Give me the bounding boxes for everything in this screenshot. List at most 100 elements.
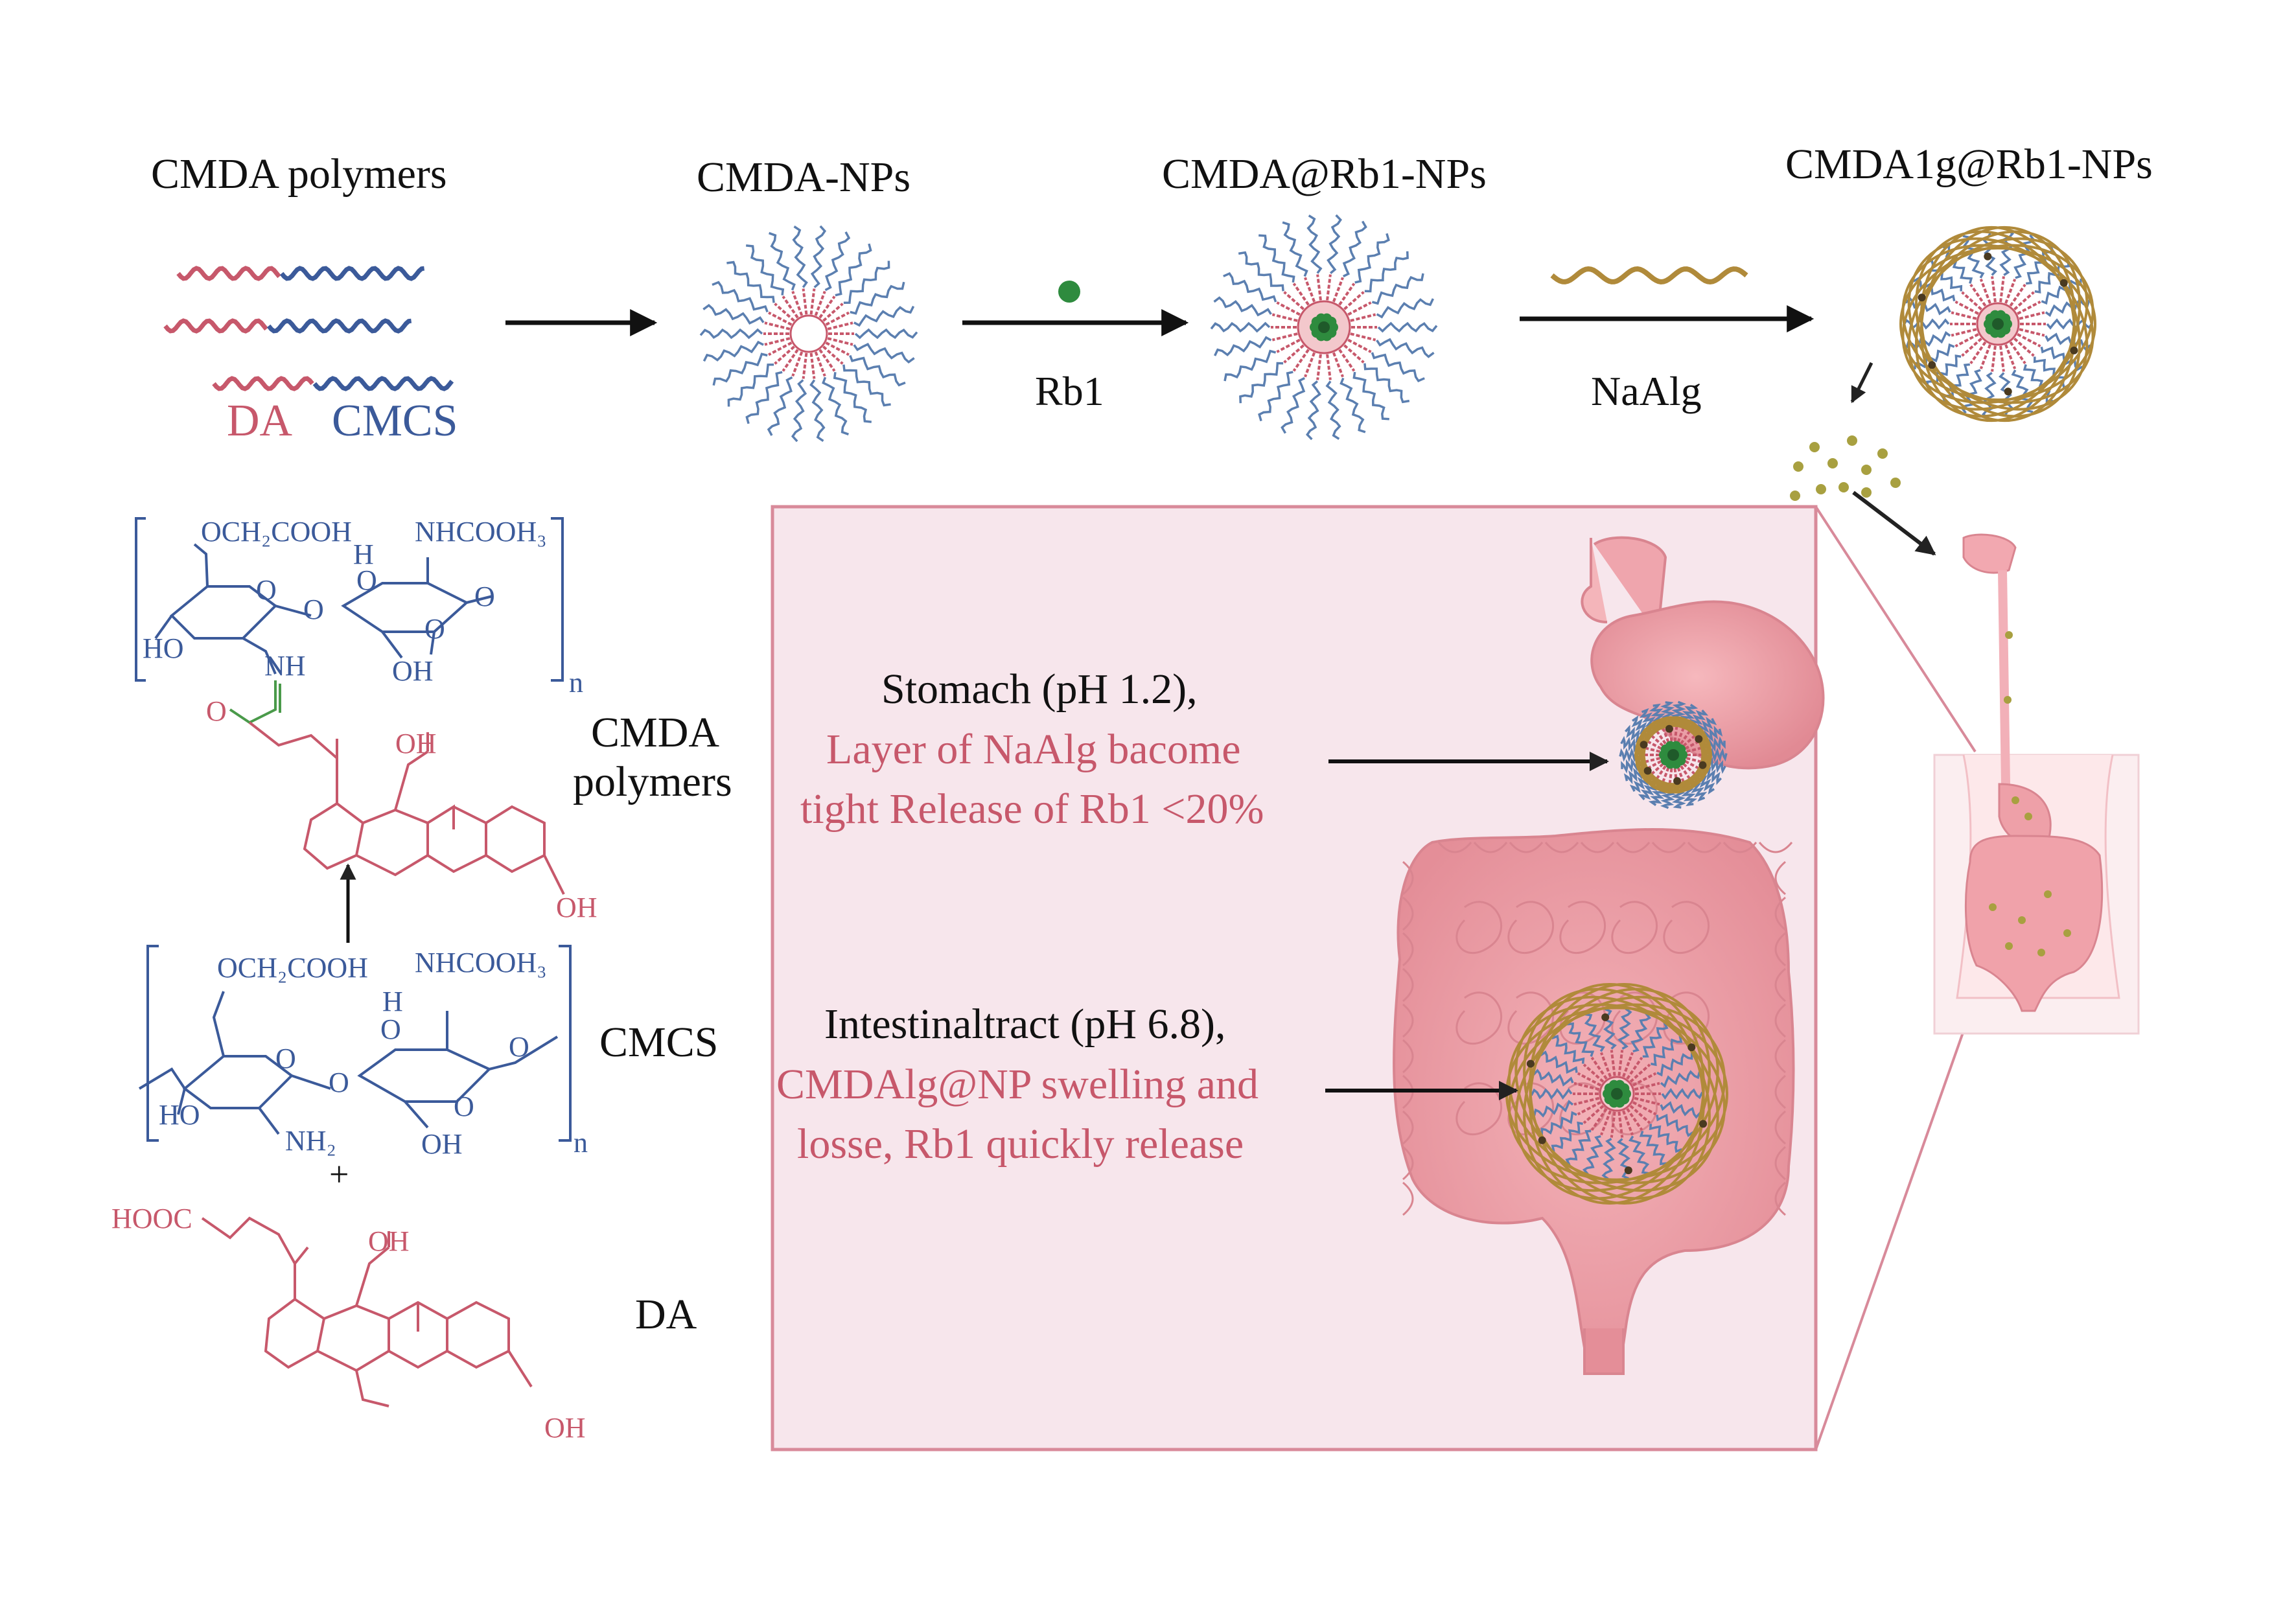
nh2-group: NH₂ (285, 1125, 336, 1157)
stomach-line1: Layer of NaAlg bacome (826, 726, 1241, 773)
hydrophobic-tail (1632, 1101, 1657, 1116)
hydrophobic-tail (1667, 762, 1674, 789)
hydrophobic-tail (1673, 762, 1679, 789)
hydrophobic-tail (1316, 274, 1322, 301)
hydrophobic-tail (1626, 1056, 1643, 1080)
hydrophilic-chain (712, 353, 768, 386)
alginate-shell (1523, 988, 1711, 1200)
hydrophilic-chain (853, 305, 915, 327)
hydrophilic-chain (810, 225, 827, 288)
intestine-line2: losse, Rb1 quickly release (797, 1120, 1244, 1168)
alginate-shell (1642, 716, 1704, 794)
alginate-shell (1514, 995, 1719, 1192)
drug-dot (1640, 741, 1648, 749)
group-nhcooh3: NHCOOH₃ (415, 947, 547, 978)
alginate-shell (1901, 244, 2094, 404)
drug-dot (2005, 631, 2013, 639)
hydrophilic-chain (1306, 214, 1323, 274)
hydrophilic-chain (1660, 1070, 1701, 1088)
hydrophobic-tail (809, 353, 816, 379)
hydrophilic-chain (822, 376, 849, 435)
drug-dot (2024, 813, 2032, 820)
drug-dot (2012, 796, 2019, 804)
hydrophobic-tail (1304, 352, 1316, 378)
hydrophobic-tail (822, 345, 844, 365)
drug-dot (1790, 491, 1800, 501)
cmda-nanoparticle (699, 225, 918, 443)
drug-dot (1827, 458, 1838, 468)
naalg-step-label: NaAlg (1591, 368, 1702, 414)
hydrophilic-chain (833, 372, 872, 423)
hydrophobic-tail (774, 345, 795, 365)
colon-fold (1687, 842, 1722, 853)
hydrophobic-tail (2017, 300, 2041, 315)
hydrophobic-tail (1647, 759, 1669, 778)
legend-cmcs: CMCS (332, 396, 458, 446)
hydrophobic-tail (827, 337, 853, 346)
small-intestine-loop (1611, 901, 1658, 954)
rb1-nps-title: CMDA@Rb1-NPs (1162, 150, 1487, 198)
hydrophilic-chain (853, 343, 915, 364)
repeat-n: n (574, 1127, 588, 1159)
oh-group: OH (544, 1412, 586, 1444)
drug-dot (1890, 478, 1901, 488)
hydrophobic-tail (1643, 738, 1667, 753)
colon-fold (1437, 842, 1472, 853)
hydrophobic-tail (1338, 349, 1356, 372)
hydrophilic-chain (1565, 1129, 1592, 1166)
small-intestine-loop (1559, 901, 1606, 954)
drug-dot (1861, 487, 1872, 498)
nps-title: CMDA-NPs (697, 154, 910, 201)
hydrophobic-tail (1991, 345, 1997, 372)
hydrophobic-tail (1652, 726, 1670, 750)
hydrophilic-chain (1327, 214, 1342, 274)
rb1-molecule (1992, 318, 2004, 330)
hydrophilic-chain (1258, 371, 1293, 422)
hydrophilic-chain (712, 281, 769, 313)
hydrophilic-chain (1540, 1111, 1577, 1135)
hydrophobic-tail (2017, 333, 2041, 348)
drug-dot (1624, 1166, 1632, 1175)
colon-fold (1774, 896, 1786, 931)
group-nhcooh3: NHCOOH₃ (415, 516, 547, 548)
hydrophobic-tail (1573, 1096, 1600, 1106)
rb1-molecule (1318, 321, 1330, 333)
drug-dot (2063, 929, 2071, 937)
oh-group: OH (556, 892, 597, 923)
hydrophobic-tail (2013, 291, 2035, 310)
ring-o: O (380, 1013, 401, 1045)
drug-dot (1665, 724, 1673, 733)
drug-dot (1816, 484, 1826, 494)
hydrophilic-chain (1325, 380, 1341, 440)
hydrophobic-tail (818, 349, 836, 372)
oh-group: OH (368, 1225, 410, 1257)
hydrophobic-tail (1590, 1056, 1608, 1080)
hydrophobic-tail (1583, 1063, 1605, 1083)
hydrophilic-chain (1363, 363, 1410, 404)
colon-fold (1402, 1181, 1414, 1216)
drug-dot (2070, 346, 2078, 354)
hydrophobic-tail (814, 290, 826, 316)
ho-group: HO (159, 1099, 200, 1131)
h-atom: H (353, 538, 374, 570)
alginate-strand-icon (1550, 266, 1748, 285)
nanoparticle-core (789, 314, 828, 353)
colon-fold (1774, 1003, 1786, 1038)
hydrophilic-chain (1214, 336, 1272, 356)
hydrophobic-tail (1610, 1050, 1616, 1076)
hydrophobic-tail (1634, 1096, 1660, 1106)
hydrophobic-tail (1283, 291, 1305, 310)
hydrophobic-tail (1991, 276, 1997, 303)
colon-fold (1402, 967, 1414, 1002)
hydrophobic-tail (1326, 354, 1332, 380)
small-intestine-loop (1507, 901, 1555, 954)
repeat-n: n (569, 667, 583, 699)
alginate-shell (1514, 995, 1719, 1192)
hydrophobic-tail (1647, 732, 1669, 751)
alginate-shell (1529, 983, 1705, 1205)
alginate-shell (1507, 1003, 1726, 1185)
hydrophobic-tail (2019, 328, 2045, 337)
hydrophobic-tail (1999, 276, 2005, 303)
hydrophilic-chain (2045, 332, 2091, 351)
hydrophilic-chain (1656, 1052, 1693, 1077)
